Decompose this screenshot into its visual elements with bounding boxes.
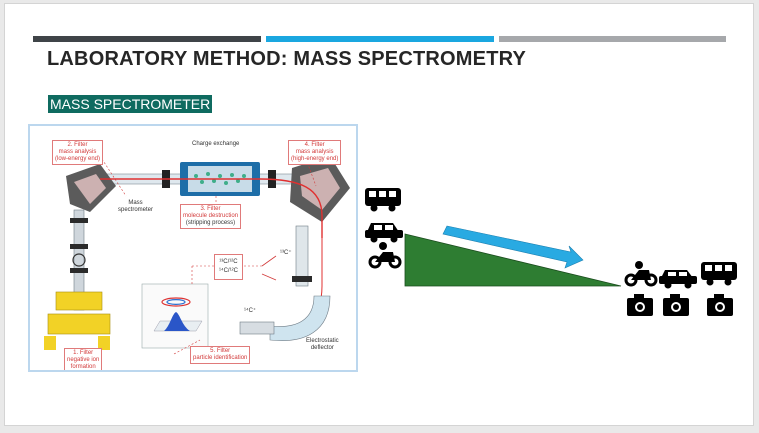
bus-icon — [365, 188, 401, 212]
gas-particles — [194, 172, 246, 185]
charge-exchange-label: Charge exchange — [192, 141, 240, 147]
ion-source-top — [55, 291, 103, 311]
camera-icon — [707, 294, 733, 316]
green-ramp — [404, 233, 622, 287]
ion-beam — [100, 178, 323, 238]
ion-source-leg-right — [98, 336, 110, 350]
car-icon — [365, 223, 403, 243]
section-subtitle: MASS SPECTROMETER — [48, 95, 213, 113]
left-magnet-highlight — [74, 174, 106, 204]
car-icon — [659, 270, 697, 289]
detector-column — [295, 225, 309, 287]
ramp-illustration — [365, 188, 737, 316]
detector-ring — [292, 276, 312, 282]
c14-label: ¹⁴C⁺ — [244, 308, 257, 314]
plot-peak — [164, 312, 190, 331]
camera-icon — [663, 294, 689, 316]
ion-source-leg-left — [44, 336, 56, 350]
motorcycle-icon — [624, 261, 658, 287]
detector-inlet — [239, 321, 275, 335]
bus-icon — [701, 262, 737, 286]
ratio-arrow-upper — [261, 255, 277, 267]
valve-wheel — [72, 253, 86, 267]
electrostatic-deflector — [269, 295, 331, 341]
diagram-drawing — [44, 156, 350, 355]
accent-bar-1 — [33, 36, 261, 42]
accent-bar-3 — [499, 36, 726, 42]
column-rings — [70, 218, 88, 273]
ratio-arrow-lower — [261, 273, 277, 281]
motorcycle-icon — [368, 242, 402, 269]
plot-ring-red — [161, 297, 191, 307]
accent-bar-2 — [266, 36, 494, 42]
slide: LABORATORY METHOD: MASS SPECTROMETRY MAS… — [4, 3, 754, 426]
ion-source-base — [47, 313, 111, 335]
right-magnet-highlight — [300, 168, 340, 210]
camera-icon — [627, 294, 653, 316]
blue-arrow — [442, 225, 584, 269]
c13-label: ¹³C⁺ — [280, 250, 292, 256]
slide-title: LABORATORY METHOD: MASS SPECTROMETRY — [47, 48, 527, 70]
plot-ring-blue — [166, 299, 186, 306]
